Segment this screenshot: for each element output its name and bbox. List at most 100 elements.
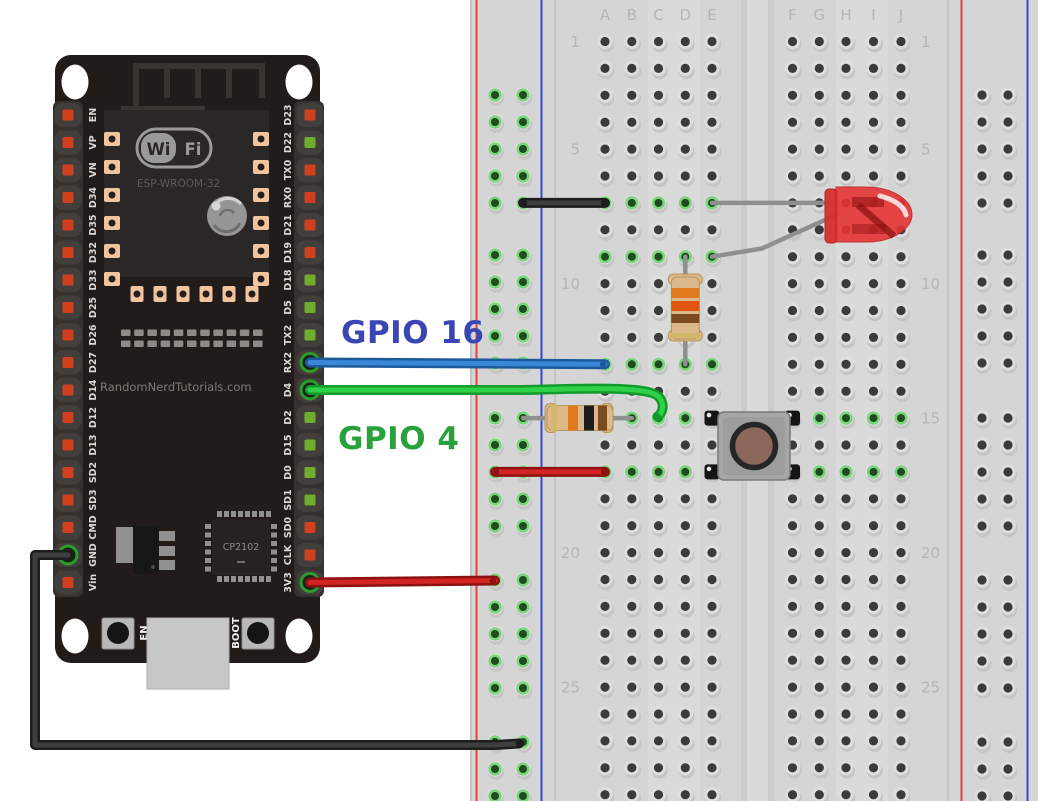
esp32-pin-D5[interactable]: D5 <box>283 295 324 320</box>
hole-C22[interactable] <box>650 598 668 618</box>
hole-G26[interactable] <box>811 706 829 725</box>
hole-H29[interactable] <box>838 787 856 801</box>
hole-G19[interactable] <box>811 518 829 537</box>
rail-hole-982-526[interactable] <box>974 518 992 537</box>
rail-hole-523-255[interactable] <box>515 247 533 266</box>
hole-I16[interactable] <box>865 437 883 456</box>
hole-E6[interactable] <box>704 168 722 187</box>
hole-E28[interactable] <box>704 760 722 779</box>
hole-F2[interactable] <box>784 60 802 80</box>
hole-C18[interactable] <box>650 491 668 510</box>
rail-hole-523-149[interactable] <box>515 141 533 160</box>
hole-I13[interactable] <box>865 356 883 376</box>
hole-D28[interactable] <box>677 760 695 779</box>
hole-G6[interactable] <box>811 168 829 187</box>
hole-E5[interactable] <box>704 141 722 160</box>
hole-B19[interactable] <box>624 518 641 537</box>
hole-G18[interactable] <box>811 491 829 510</box>
rail-hole-982-176[interactable] <box>974 168 992 187</box>
hole-F20[interactable] <box>784 545 802 564</box>
hole-I5[interactable] <box>865 141 883 160</box>
hole-H20[interactable] <box>838 545 856 564</box>
hole-H10[interactable] <box>838 276 856 295</box>
en-button[interactable]: EN <box>101 617 150 650</box>
hole-B1[interactable] <box>624 33 641 53</box>
esp32-pin-D35[interactable]: D35 <box>54 213 100 237</box>
hole-E1[interactable] <box>704 33 722 53</box>
hole-I20[interactable] <box>865 545 883 564</box>
hole-J25[interactable] <box>893 679 911 698</box>
hole-G9[interactable] <box>811 249 829 268</box>
hole-E10[interactable] <box>704 276 722 295</box>
rail-hole-1008-418[interactable] <box>1000 410 1018 429</box>
hole-F21[interactable] <box>784 571 802 591</box>
rail-hole-523-796[interactable] <box>515 788 533 801</box>
boot-button[interactable]: BOOT <box>231 617 275 650</box>
rail-hole-495-634[interactable] <box>487 626 505 645</box>
hole-A11[interactable] <box>597 302 615 322</box>
rail-hole-982-418[interactable] <box>974 410 992 429</box>
hole-A16[interactable] <box>597 437 615 456</box>
rail-hole-1008-255[interactable] <box>1000 247 1018 266</box>
hole-F25[interactable] <box>784 679 802 698</box>
hole-C29[interactable] <box>650 787 668 801</box>
hole-C21[interactable] <box>650 571 668 591</box>
hole-H3[interactable] <box>838 87 856 107</box>
rail-hole-523-122[interactable] <box>515 114 533 133</box>
hole-G24[interactable] <box>811 652 829 671</box>
rail-hole-523-526[interactable] <box>515 518 533 537</box>
hole-F9[interactable] <box>784 249 802 268</box>
hole-C4[interactable] <box>650 114 668 133</box>
hole-C6[interactable] <box>650 168 668 187</box>
hole-E16[interactable] <box>704 437 722 456</box>
wire-gpio16-wire[interactable] <box>305 357 610 370</box>
hole-F14[interactable] <box>784 383 802 402</box>
hole-G1[interactable] <box>811 33 829 53</box>
hole-D29[interactable] <box>677 787 695 801</box>
hole-D5[interactable] <box>677 141 695 160</box>
hole-F12[interactable] <box>784 329 802 349</box>
hole-J9[interactable] <box>893 249 911 268</box>
hole-D4[interactable] <box>677 114 695 133</box>
rail-hole-1008-634[interactable] <box>1000 626 1018 645</box>
rail-hole-1008-526[interactable] <box>1000 518 1018 537</box>
hole-B24[interactable] <box>624 652 641 671</box>
hole-I6[interactable] <box>865 168 883 187</box>
rail-hole-1008-149[interactable] <box>1000 141 1018 160</box>
hole-I17[interactable] <box>865 464 883 483</box>
hole-F24[interactable] <box>784 652 802 671</box>
rail-hole-982-445[interactable] <box>974 437 992 456</box>
hole-H1[interactable] <box>838 33 856 53</box>
hole-B25[interactable] <box>624 679 641 698</box>
hole-C11[interactable] <box>650 302 668 322</box>
rail-hole-495-661[interactable] <box>487 653 505 672</box>
hole-H19[interactable] <box>838 518 856 537</box>
hole-G14[interactable] <box>811 383 829 402</box>
hole-C27[interactable] <box>650 733 668 752</box>
rail-hole-495-176[interactable] <box>487 168 505 187</box>
rail-hole-1008-176[interactable] <box>1000 168 1018 187</box>
hole-H5[interactable] <box>838 141 856 160</box>
hole-F27[interactable] <box>784 733 802 752</box>
hole-H17[interactable] <box>838 464 856 483</box>
esp32-pin-D33[interactable]: D33 <box>54 268 100 292</box>
esp32-pin-D23[interactable]: D23 <box>283 103 324 127</box>
hole-G29[interactable] <box>811 787 829 801</box>
hole-B12[interactable] <box>624 329 641 349</box>
hole-F13[interactable] <box>784 356 802 376</box>
hole-J28[interactable] <box>893 760 911 779</box>
hole-F18[interactable] <box>784 491 802 510</box>
hole-J15[interactable] <box>893 410 911 429</box>
hole-J21[interactable] <box>893 571 911 591</box>
hole-I3[interactable] <box>865 87 883 107</box>
hole-G16[interactable] <box>811 437 829 456</box>
hole-I23[interactable] <box>865 625 883 645</box>
hole-B9[interactable] <box>624 249 641 268</box>
hole-I18[interactable] <box>865 491 883 510</box>
hole-J20[interactable] <box>893 545 911 564</box>
rail-hole-982-607[interactable] <box>974 599 992 618</box>
hole-I4[interactable] <box>865 114 883 133</box>
hole-D18[interactable] <box>677 491 695 510</box>
hole-D25[interactable] <box>677 679 695 698</box>
